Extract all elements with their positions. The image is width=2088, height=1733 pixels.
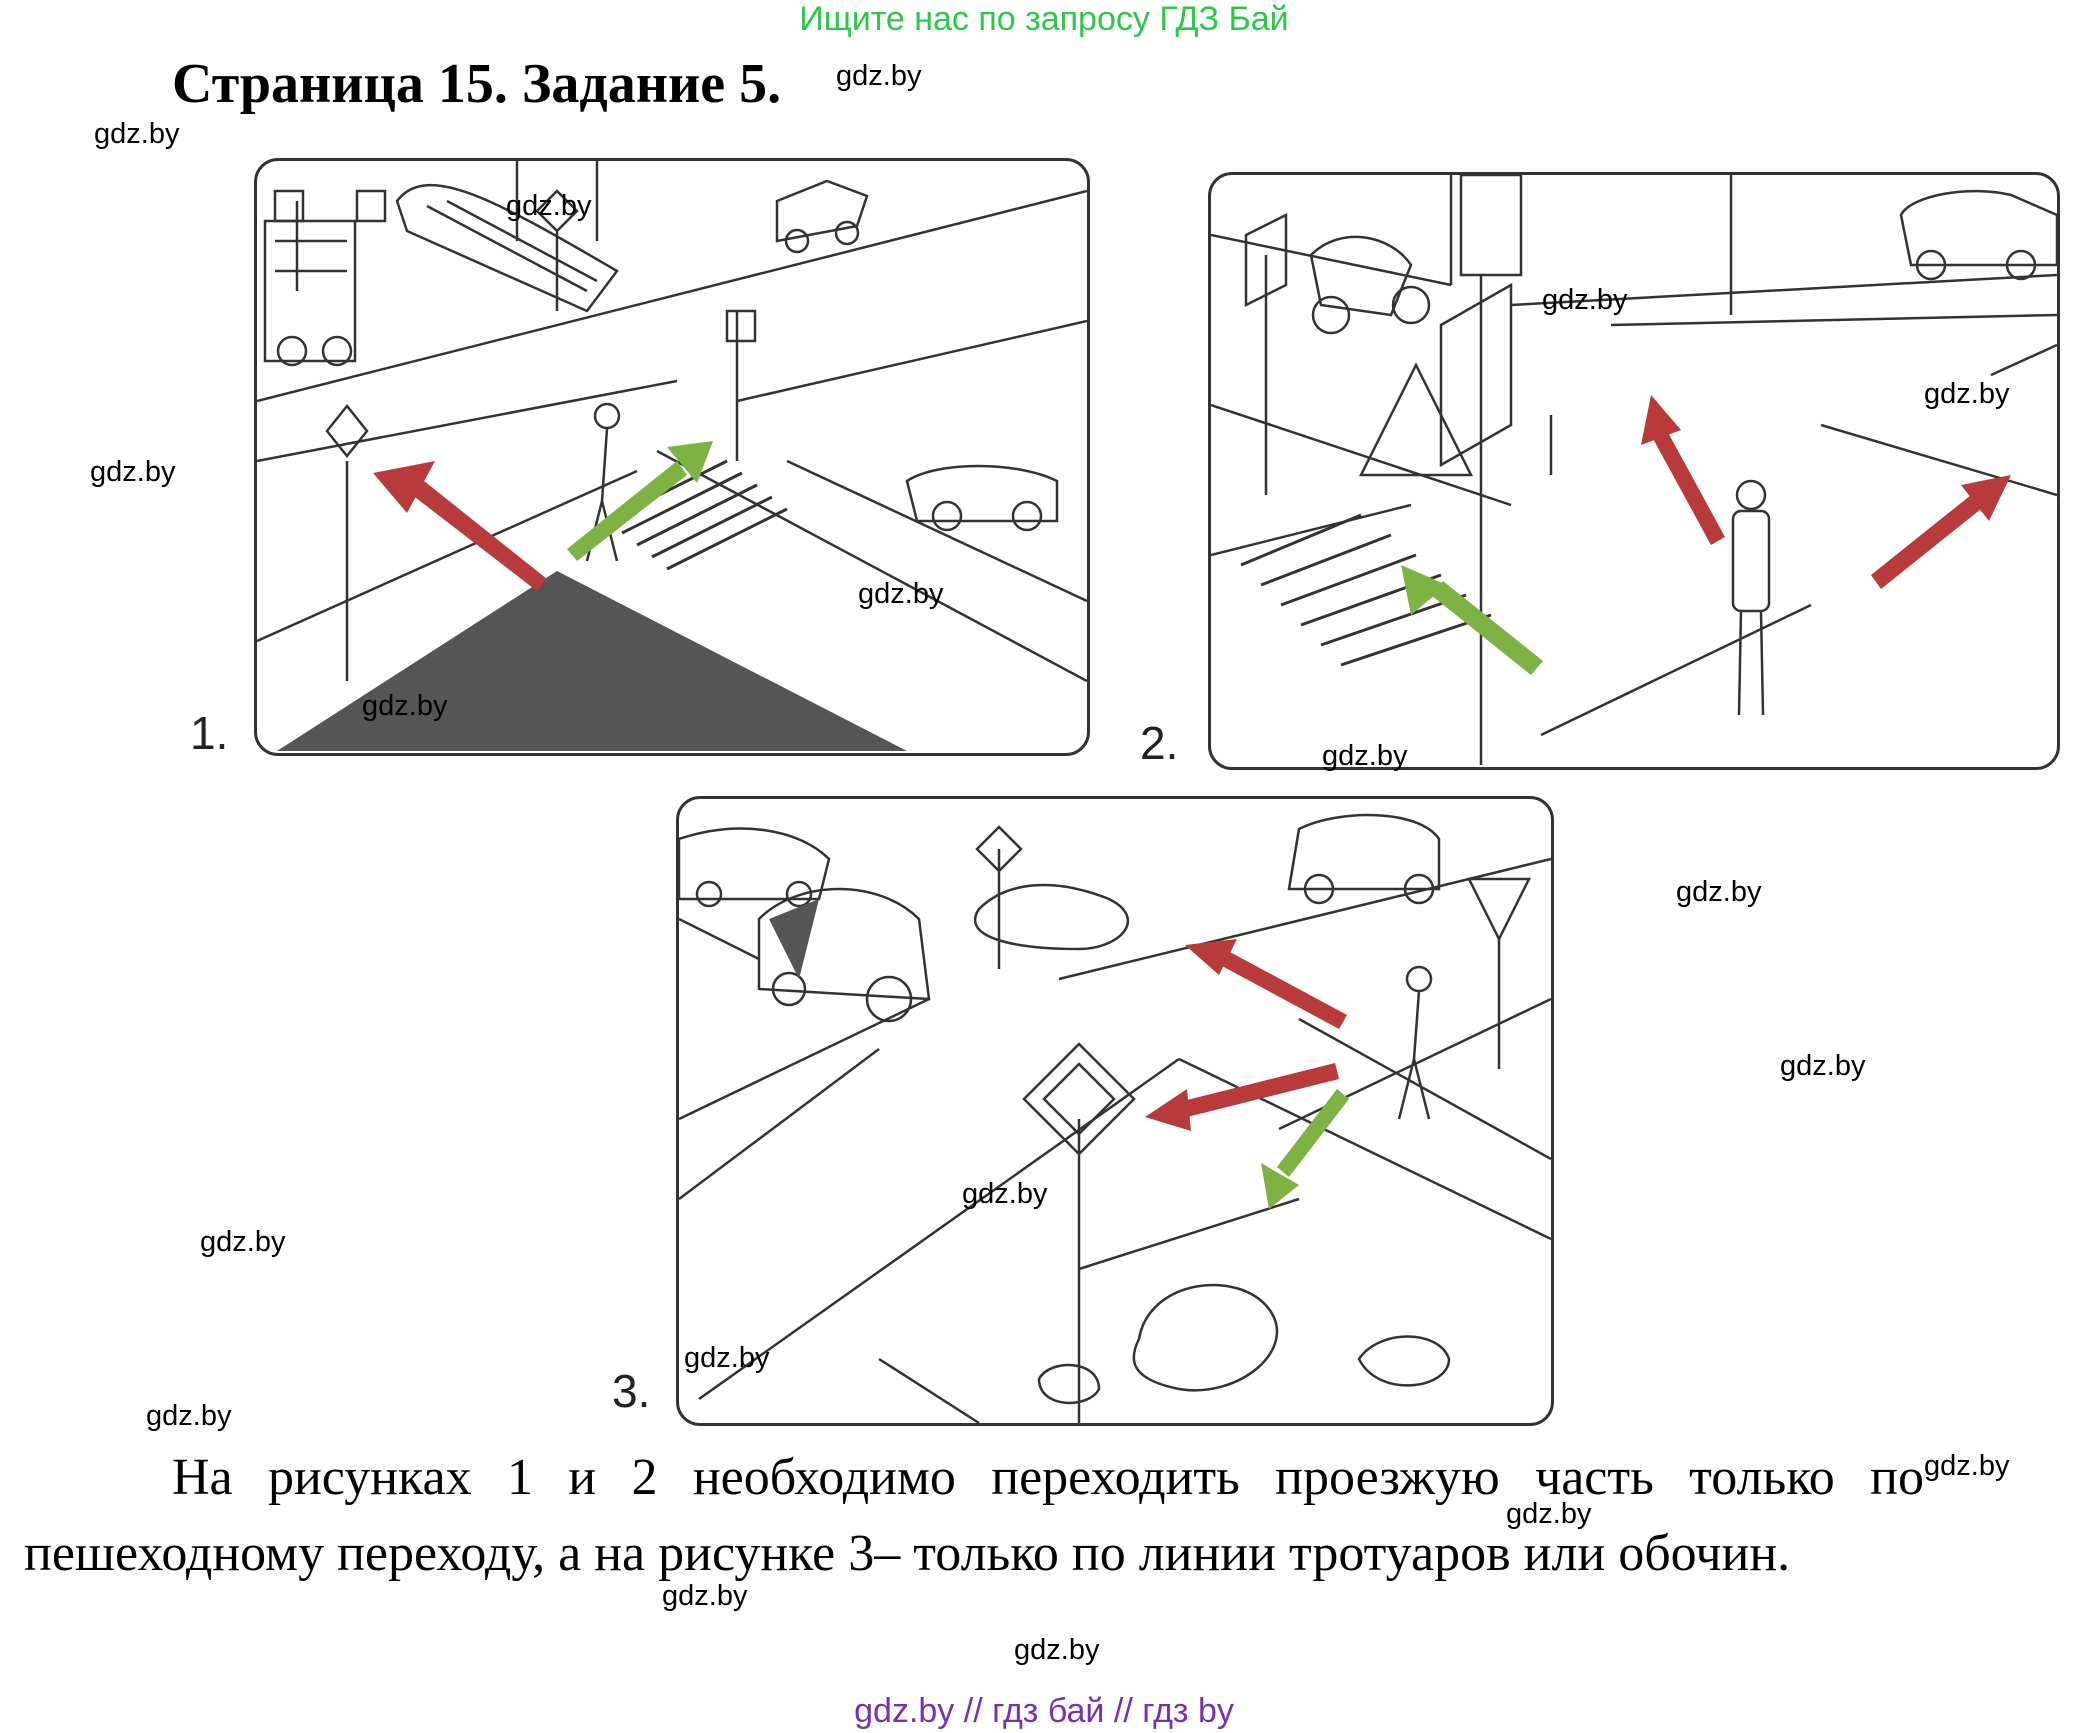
search-hint: Ищите нас по запросу ГДЗ Бай bbox=[799, 0, 1289, 38]
watermark: gdz.by bbox=[858, 578, 944, 610]
watermark: gdz.by bbox=[94, 118, 180, 150]
watermark: gdz.by bbox=[1542, 284, 1628, 316]
watermark: gdz.by bbox=[200, 1226, 286, 1258]
watermark: gdz.by bbox=[1014, 1634, 1100, 1666]
watermark: gdz.by bbox=[1506, 1498, 1592, 1530]
figure-2-illustration bbox=[1208, 172, 2060, 770]
answer-text: На рисунках 1 и 2 необходимо переходить … bbox=[24, 1449, 1924, 1582]
watermark: gdz.by bbox=[1780, 1050, 1866, 1082]
watermark: gdz.by bbox=[1322, 740, 1408, 772]
watermark: gdz.by bbox=[684, 1342, 770, 1374]
page-title: Страница 15. Задание 5. bbox=[172, 53, 782, 115]
watermark: gdz.by bbox=[362, 690, 448, 722]
footer-links[interactable]: gdz.by // гдз бай // гдз by bbox=[854, 1692, 1234, 1730]
figure-1-illustration bbox=[254, 158, 1090, 756]
figure-2-number: 2. bbox=[1140, 717, 1179, 769]
watermark: gdz.by bbox=[1676, 876, 1762, 908]
watermark: gdz.by bbox=[1924, 378, 2010, 410]
watermark: gdz.by bbox=[1924, 1450, 2010, 1482]
watermark: gdz.by bbox=[506, 190, 592, 222]
watermark: gdz.by bbox=[146, 1400, 232, 1432]
watermark: gdz.by bbox=[836, 60, 922, 92]
figure-3-number: 3. bbox=[612, 1365, 651, 1417]
watermark: gdz.by bbox=[90, 456, 176, 488]
watermark: gdz.by bbox=[962, 1178, 1048, 1210]
watermark: gdz.by bbox=[662, 1580, 748, 1612]
figure-1-number: 1. bbox=[190, 707, 229, 759]
figure-3-illustration bbox=[676, 796, 1554, 1426]
